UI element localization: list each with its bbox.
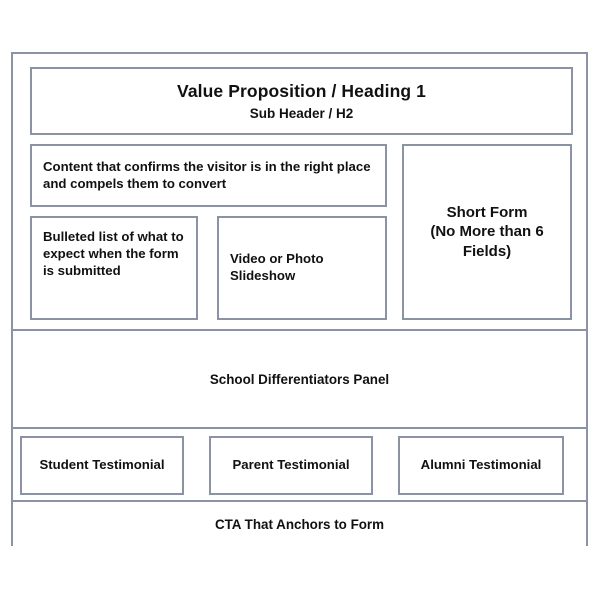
short-form-line-1: Short Form bbox=[446, 204, 528, 222]
cta-label: CTA That Anchors to Form bbox=[214, 516, 385, 532]
parent-testimonial-label: Parent Testimonial bbox=[232, 457, 350, 473]
hero-header-block: Value Proposition / Heading 1 Sub Header… bbox=[30, 67, 573, 135]
landing-page-wireframe: Value Proposition / Heading 1 Sub Header… bbox=[11, 52, 588, 546]
short-form-line-2: (No More than 6 bbox=[430, 223, 544, 241]
alumni-testimonial-label: Alumni Testimonial bbox=[420, 457, 542, 473]
hero-media-block[interactable]: Video or Photo Slideshow bbox=[217, 216, 387, 320]
short-form-block[interactable]: Short Form (No More than 6 Fields) bbox=[402, 144, 572, 320]
hero-bullets-block: Bulleted list of what to expect when the… bbox=[30, 216, 198, 320]
cta-anchor-band[interactable]: CTA That Anchors to Form bbox=[13, 502, 586, 546]
hero-media-text: Video or Photo Slideshow bbox=[230, 251, 324, 283]
hero-bullets-text: Bulleted list of what to expect when the… bbox=[43, 229, 184, 278]
student-testimonial-card[interactable]: Student Testimonial bbox=[20, 436, 184, 495]
testimonials-row: Student Testimonial Parent Testimonial A… bbox=[13, 429, 586, 502]
page-title: Value Proposition / Heading 1 bbox=[177, 80, 426, 101]
parent-testimonial-card[interactable]: Parent Testimonial bbox=[209, 436, 373, 495]
hero-copy-text: Content that confirms the visitor is in … bbox=[43, 158, 371, 191]
hero-copy-block: Content that confirms the visitor is in … bbox=[30, 144, 387, 207]
school-differentiators-label: School Differentiators Panel bbox=[209, 371, 390, 387]
alumni-testimonial-card[interactable]: Alumni Testimonial bbox=[398, 436, 564, 495]
student-testimonial-label: Student Testimonial bbox=[39, 457, 165, 473]
page-subtitle: Sub Header / H2 bbox=[249, 106, 354, 122]
short-form-line-3: Fields) bbox=[462, 242, 512, 260]
school-differentiators-panel: School Differentiators Panel bbox=[13, 329, 586, 429]
